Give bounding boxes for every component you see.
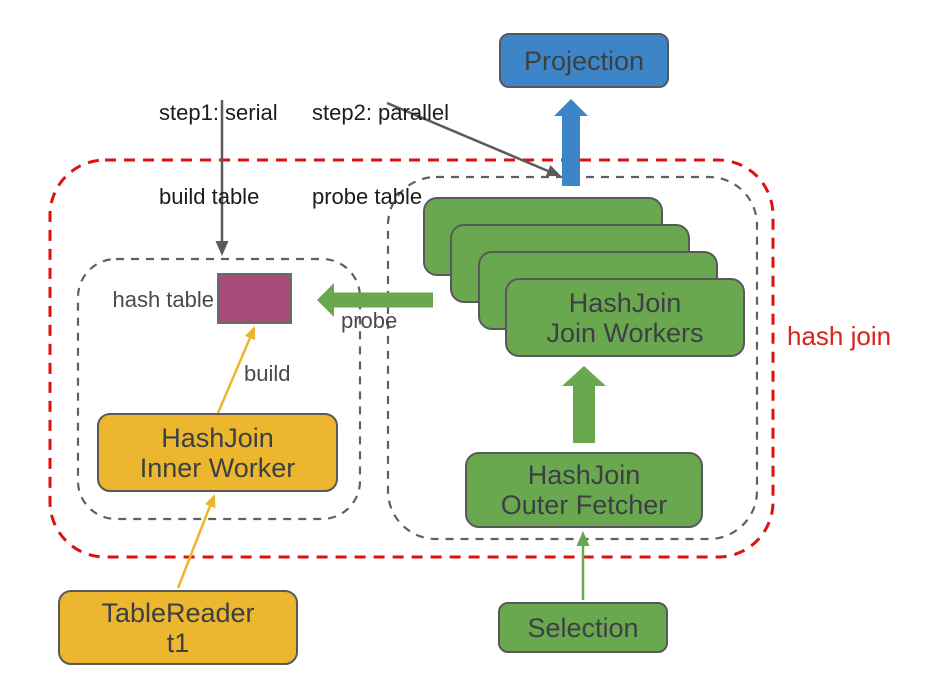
node-table-reader-line2: t1 xyxy=(166,627,190,658)
step1-annotation-line2: build table xyxy=(159,184,260,209)
probe-label: probe xyxy=(341,308,398,333)
node-hash-table xyxy=(217,273,292,324)
node-outer-fetcher-line2: Outer Fetcher xyxy=(500,490,668,520)
node-selection: Selection xyxy=(498,602,668,653)
step2-annotation: step2: parallel probe table xyxy=(312,43,449,267)
hash-join-region-border xyxy=(48,158,775,559)
step2-annotation-line2: probe table xyxy=(312,184,423,209)
node-inner-worker-line2: Inner Worker xyxy=(139,452,296,483)
hash-join-region-label: hash join xyxy=(787,321,892,351)
arrow-selection-to-outer-fetcher xyxy=(576,531,590,600)
node-inner-worker-line1: HashJoin xyxy=(161,422,274,453)
arrow-step2-pointer xyxy=(386,101,561,177)
node-outer-fetcher-line1: HashJoin xyxy=(527,460,641,490)
node-table-reader-line1: TableReader xyxy=(101,597,255,628)
node-outer-fetcher: HashJoin Outer Fetcher xyxy=(465,452,703,528)
step2-annotation-line1: step2: parallel xyxy=(312,100,449,125)
arrow-outer-fetcher-to-workers xyxy=(562,366,606,443)
arrow-tablereader-to-inner-worker xyxy=(176,494,216,589)
hash-table-label: hash table xyxy=(112,287,214,312)
node-join-workers-line2: Join Workers xyxy=(546,317,704,348)
step1-annotation: step1: serial build table xyxy=(159,43,278,267)
node-selection-label: Selection xyxy=(527,612,639,643)
build-label: build xyxy=(244,361,291,386)
arrow-build xyxy=(216,326,256,414)
node-join-workers: HashJoin Join Workers xyxy=(505,278,745,357)
arrow-step1-pointer xyxy=(215,100,229,256)
arrow-to-projection xyxy=(554,99,588,186)
node-projection: Projection xyxy=(499,33,669,88)
node-projection-label: Projection xyxy=(523,45,645,76)
arrow-probe xyxy=(317,283,433,317)
node-inner-worker: HashJoin Inner Worker xyxy=(97,413,338,492)
node-table-reader: TableReader t1 xyxy=(58,590,298,665)
node-join-workers-line1: HashJoin xyxy=(568,287,682,318)
step1-annotation-line1: step1: serial xyxy=(159,100,278,125)
